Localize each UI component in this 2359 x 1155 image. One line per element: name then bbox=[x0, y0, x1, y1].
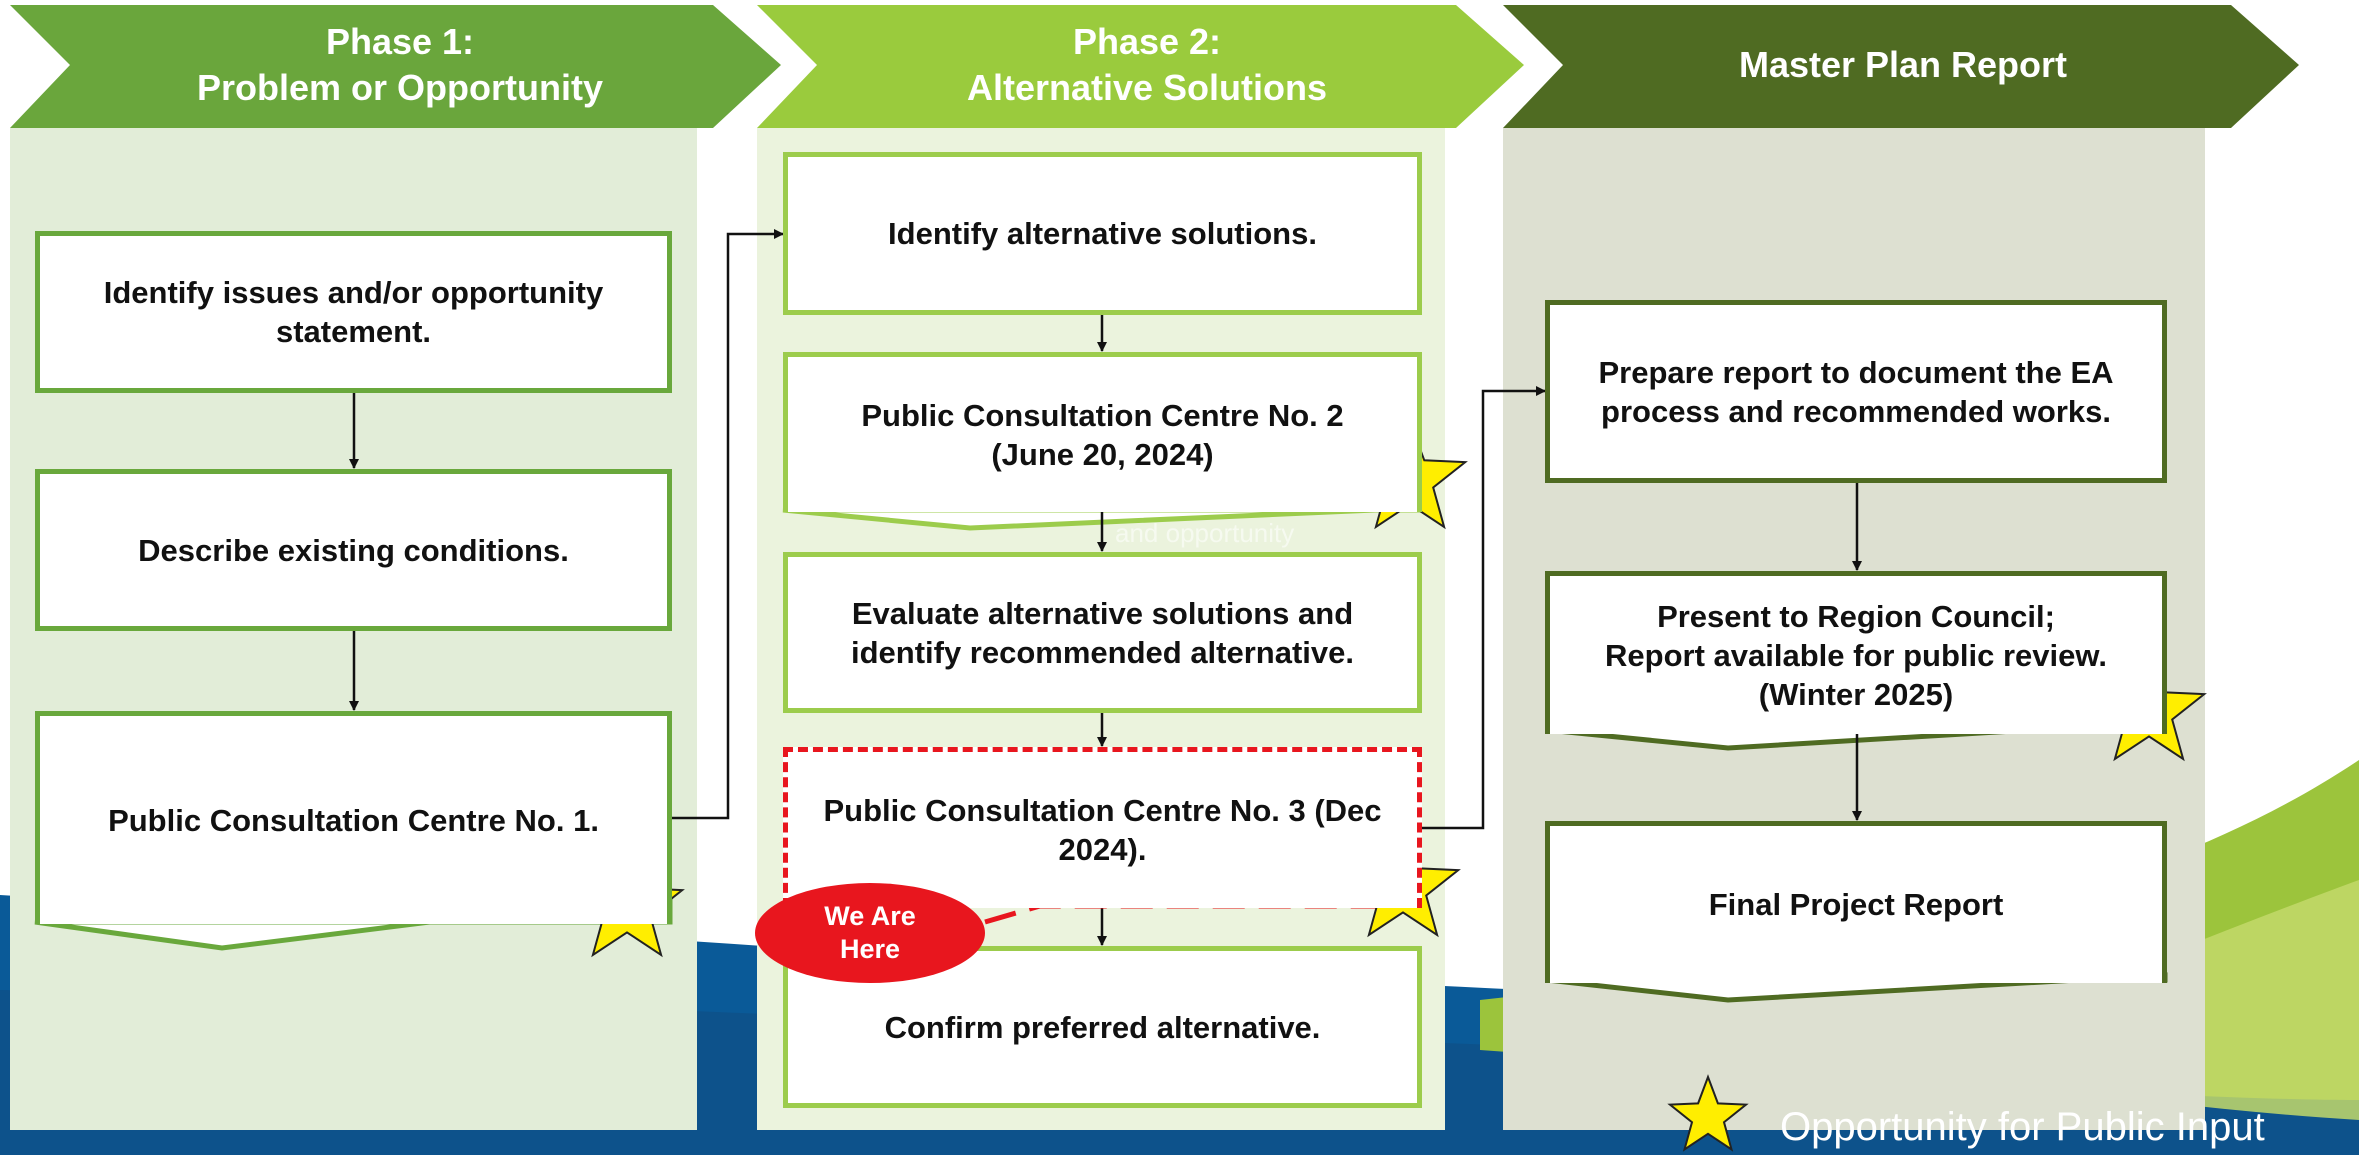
phase2-step-pcc3: Public Consultation Centre No. 3 (Dec 20… bbox=[783, 747, 1422, 908]
phase1-header-chevron bbox=[10, 5, 781, 128]
phase3-step1-text: Prepare report to document the EA proces… bbox=[1598, 354, 2114, 429]
phase2-header-chevron bbox=[757, 5, 1524, 128]
phase1-title-line2: Problem or Opportunity bbox=[196, 67, 603, 108]
phase2-step-confirm: Confirm preferred alternative. bbox=[783, 946, 1422, 1108]
phase3-step2-line3: (Winter 2025) bbox=[1758, 676, 1954, 712]
we-are-here-badge: We Are Here bbox=[755, 883, 985, 983]
phase2-title-line2: Alternative Solutions bbox=[966, 67, 1328, 108]
arrow-p1-to-p2 bbox=[672, 229, 784, 820]
phase2-step1-text: Identify alternative solutions. bbox=[888, 216, 1317, 251]
connectors bbox=[349, 229, 1862, 946]
phase3-step3-text: Final Project Report bbox=[1708, 887, 2004, 922]
phase1-step-identify-issues: Identify issues and/or opportunity state… bbox=[35, 231, 672, 393]
badge-line2: Here bbox=[839, 934, 901, 964]
legend-star-icon bbox=[1667, 1074, 1749, 1152]
phase2-step-pcc2: Public Consultation Centre No. 2 (June 2… bbox=[783, 352, 1422, 512]
phase1-header: Phase 1: Problem or Opportunity bbox=[60, 0, 740, 130]
phase1-step3-text: Public Consultation Centre No. 1. bbox=[108, 802, 599, 838]
phase2-step-identify-alternatives: Identify alternative solutions. bbox=[783, 152, 1422, 315]
badge-line1: We Are bbox=[824, 901, 916, 931]
phase1-step2-text: Describe existing conditions. bbox=[138, 532, 569, 568]
phase1-step1-text: Identify issues and/or opportunity state… bbox=[103, 275, 604, 349]
phase2-title-line1: Phase 2: bbox=[1072, 21, 1222, 62]
arrow-p2-to-p3 bbox=[1420, 386, 1546, 830]
phase1-step-pcc1: Public Consultation Centre No. 1. bbox=[35, 711, 672, 924]
ghost-text: and opportunity bbox=[1115, 518, 1295, 548]
phase1-step-describe-conditions: Describe existing conditions. bbox=[35, 469, 672, 631]
phase2-step2-line1: Public Consultation Centre No. 2 bbox=[861, 397, 1344, 433]
phase3-step-present-council: Present to Region Council; Report availa… bbox=[1545, 571, 2167, 734]
phase2-step5-text: Confirm preferred alternative. bbox=[884, 1009, 1321, 1045]
phase1-title-line1: Phase 1: bbox=[325, 21, 475, 62]
phase2-step3-text: Evaluate alternative solutions and ident… bbox=[850, 595, 1355, 670]
phase2-header: Phase 2: Alternative Solutions bbox=[807, 0, 1487, 130]
phase2-step-evaluate: Evaluate alternative solutions and ident… bbox=[783, 552, 1422, 713]
phase3-step2-line2: Report available for public review. bbox=[1605, 637, 2107, 673]
phase3-header: Master Plan Report bbox=[1553, 0, 2253, 130]
phase3-step2-line1: Present to Region Council; bbox=[1657, 598, 2055, 634]
phase3-step-prepare-report: Prepare report to document the EA proces… bbox=[1545, 300, 2167, 483]
phase3-header-chevron bbox=[1503, 5, 2299, 128]
phase3-title: Master Plan Report bbox=[1738, 44, 2068, 85]
phase2-step4-text: Public Consultation Centre No. 3 (Dec 20… bbox=[823, 793, 1382, 867]
phase3-step-final-report: Final Project Report bbox=[1545, 821, 2167, 983]
phase2-step2-line2: (June 20, 2024) bbox=[991, 436, 1214, 472]
legend-label: Opportunity for Public Input bbox=[1780, 1105, 2265, 1149]
